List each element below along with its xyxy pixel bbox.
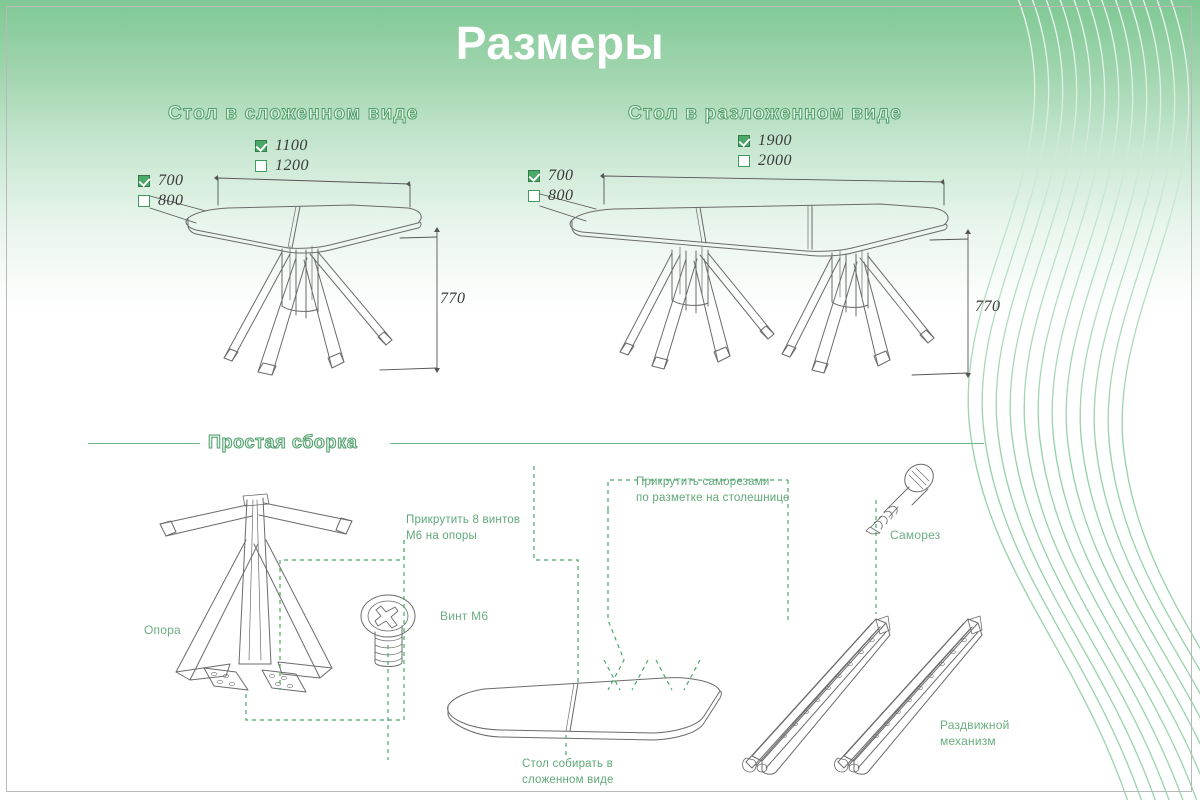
support-base-drawing bbox=[159, 493, 353, 693]
checkbox-checked-icon[interactable] bbox=[528, 170, 540, 182]
part-label-mechanism: Раздвижной механизм bbox=[940, 718, 1010, 749]
dimension-lines-unfolded bbox=[539, 173, 971, 378]
option-row[interactable]: 800 bbox=[528, 187, 574, 205]
option-row[interactable]: 1200 bbox=[255, 157, 309, 175]
checkbox-checked-icon[interactable] bbox=[738, 135, 750, 147]
option-value: 2000 bbox=[758, 152, 792, 169]
tabletop-drawing bbox=[447, 677, 722, 741]
note-assemble-folded: Стол собирать в сложенном виде bbox=[522, 758, 614, 786]
note-attach-screws: Прикрутить саморезами по разметке на сто… bbox=[636, 476, 790, 504]
unfolded-height-value: 770 bbox=[975, 298, 1001, 315]
section-heading-unfolded: Стол в разложенном виде bbox=[627, 103, 903, 125]
table-unfolded-drawing bbox=[569, 203, 949, 374]
self-tapping-screw-icon bbox=[865, 463, 934, 535]
assembly-rule-right bbox=[390, 443, 984, 444]
assembly-rule-left bbox=[88, 443, 200, 444]
option-row[interactable]: 700 bbox=[528, 167, 574, 185]
option-row[interactable]: 700 bbox=[138, 172, 184, 190]
header-gradient-background bbox=[0, 0, 1200, 310]
decorative-swirl-graphic bbox=[967, 0, 1200, 800]
checkbox-empty-icon[interactable] bbox=[528, 190, 540, 202]
section-heading-assembly: Простая сборка bbox=[207, 432, 358, 453]
part-label-bolt: Винт М6 bbox=[440, 609, 489, 623]
option-value: 1200 bbox=[275, 157, 309, 174]
part-label-screw: Саморез bbox=[890, 528, 941, 542]
checkbox-checked-icon[interactable] bbox=[255, 140, 267, 152]
option-row[interactable]: 800 bbox=[138, 192, 184, 210]
page-title: Размеры bbox=[455, 17, 665, 69]
checkbox-checked-icon[interactable] bbox=[138, 175, 150, 187]
folded-length-options: 1100 1200 bbox=[255, 137, 309, 177]
unfolded-width-options: 700 800 bbox=[528, 167, 574, 207]
folded-width-options: 700 800 bbox=[138, 172, 184, 212]
section-heading-folded: Стол в сложенном виде bbox=[168, 103, 419, 125]
unfolded-length-options: 1900 2000 bbox=[738, 132, 792, 172]
option-row[interactable]: 1100 bbox=[255, 137, 309, 155]
note-attach-bolts: Прикрутить 8 винтов М6 на опоры bbox=[406, 514, 521, 542]
leader-lines bbox=[245, 466, 877, 760]
table-folded-drawing bbox=[185, 204, 422, 376]
option-value: 700 bbox=[158, 172, 184, 189]
option-value: 1900 bbox=[758, 132, 792, 149]
option-row[interactable]: 2000 bbox=[738, 152, 792, 170]
option-value: 700 bbox=[548, 167, 574, 184]
checkbox-empty-icon[interactable] bbox=[138, 195, 150, 207]
checkbox-empty-icon[interactable] bbox=[255, 160, 267, 172]
folded-height-value: 770 bbox=[440, 290, 466, 307]
slide-mechanism-drawing bbox=[742, 615, 983, 775]
part-label-support: Опора bbox=[144, 623, 181, 637]
option-value: 800 bbox=[548, 187, 574, 204]
bolt-m6-icon bbox=[360, 594, 416, 667]
checkbox-empty-icon[interactable] bbox=[738, 155, 750, 167]
option-row[interactable]: 1900 bbox=[738, 132, 792, 150]
option-value: 1100 bbox=[275, 137, 308, 154]
dimension-lines-folded bbox=[149, 175, 440, 373]
option-value: 800 bbox=[158, 192, 184, 209]
